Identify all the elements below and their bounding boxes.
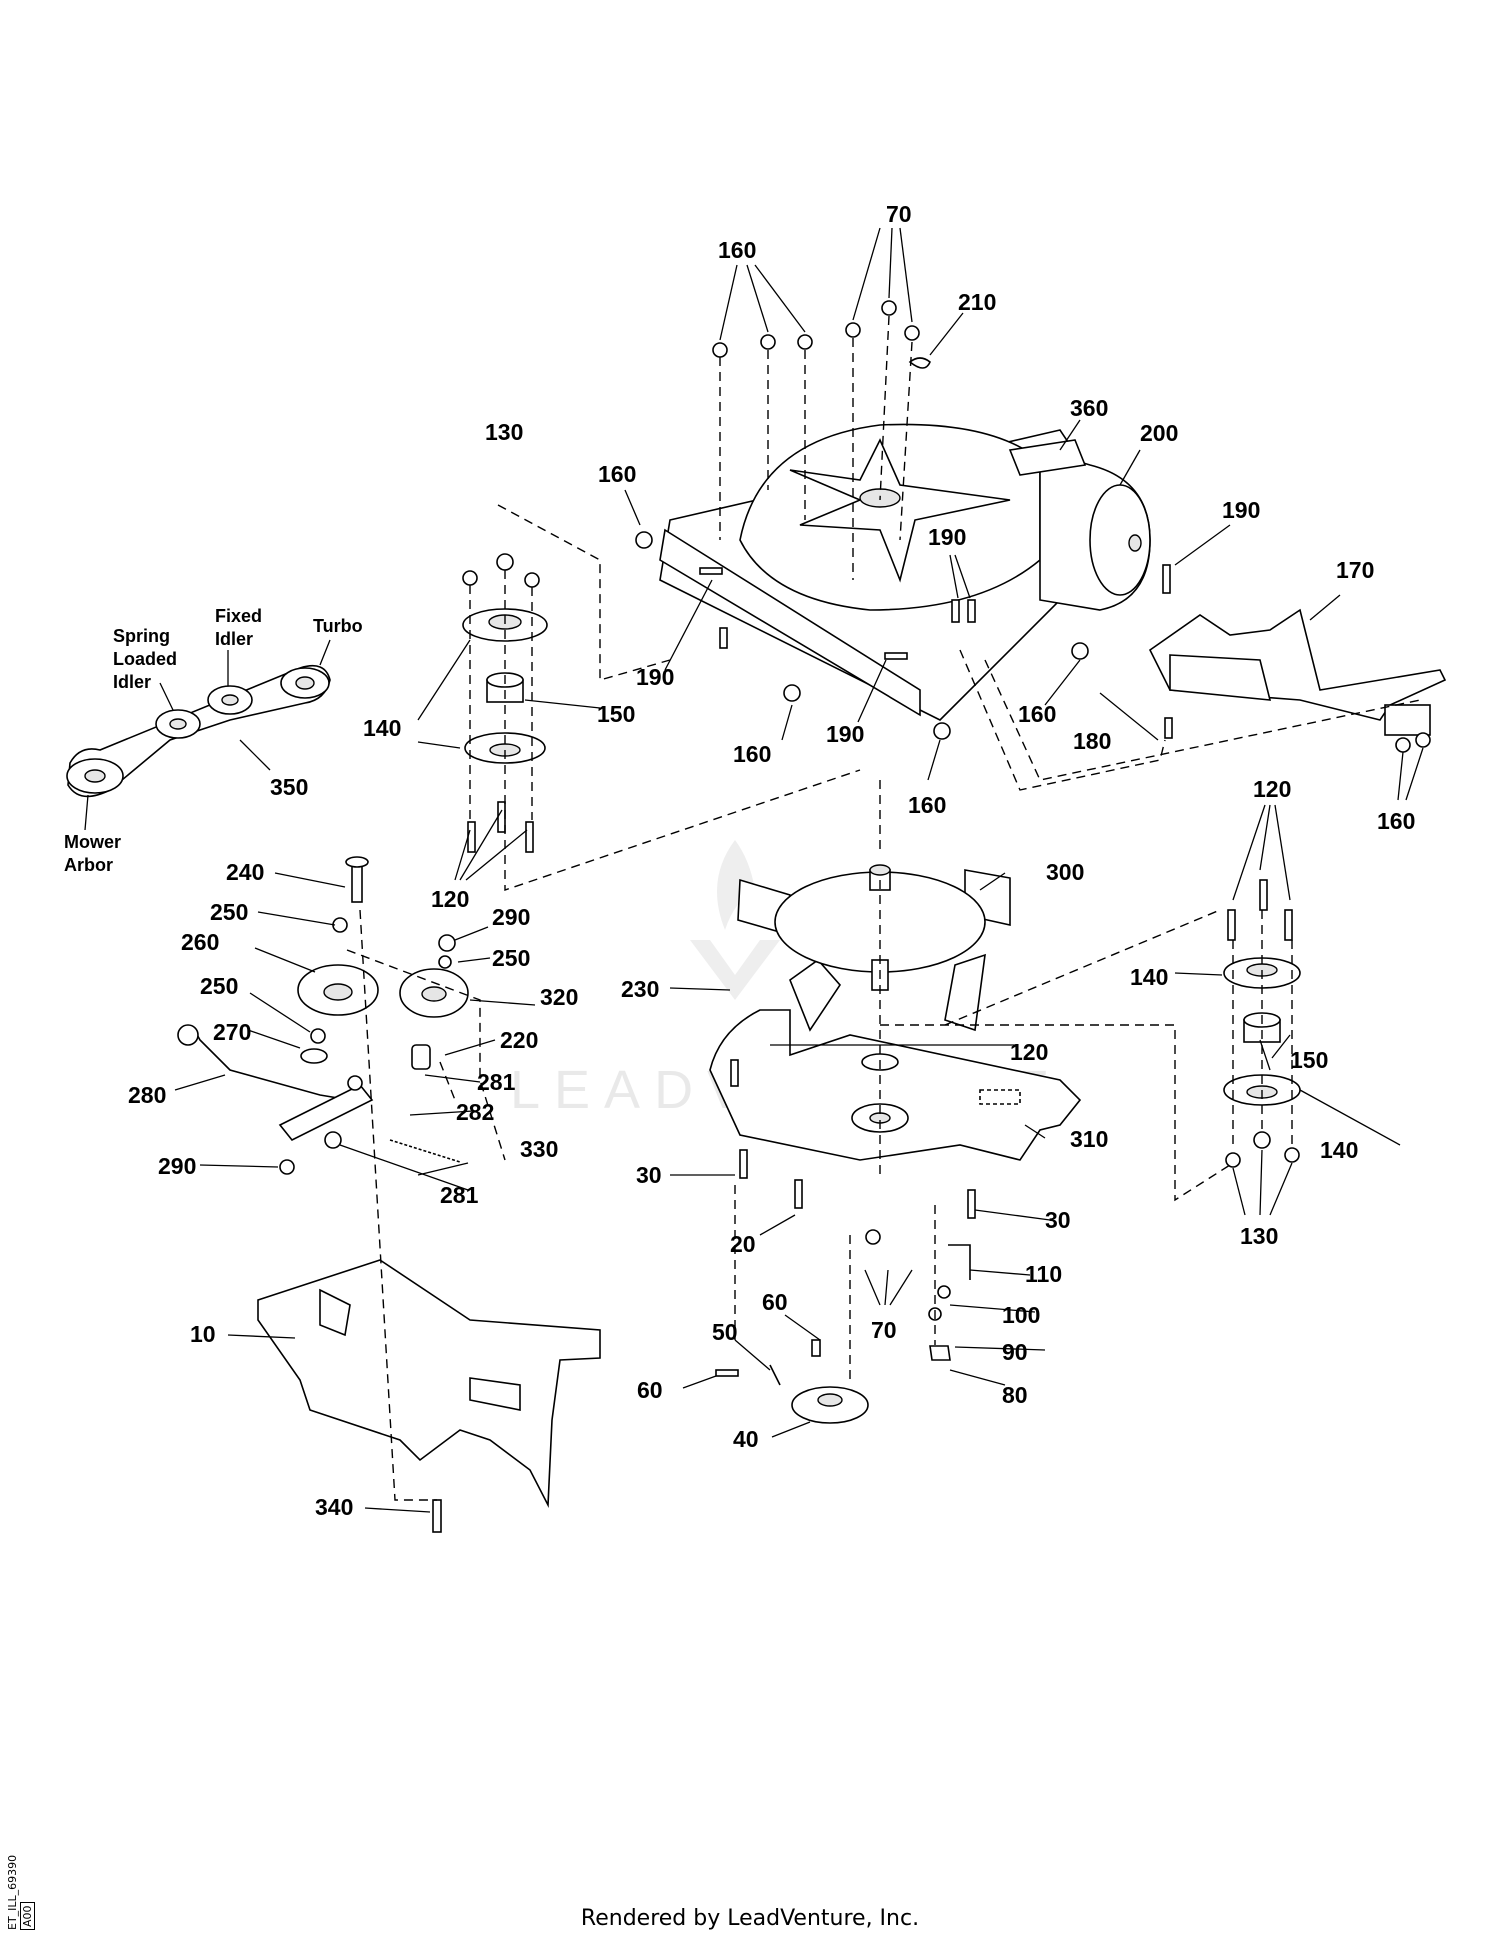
- callout-190: 190: [826, 721, 864, 747]
- belt-routing-diagram: Spring Loaded Idler Fixed Idler Turbo Mo…: [64, 606, 363, 875]
- callout-30: 30: [1045, 1207, 1071, 1233]
- footer-credit: Rendered by LeadVenture, Inc.: [580, 1906, 920, 1931]
- label-mower-line1: Mower: [64, 832, 121, 852]
- callout-120: 120: [1253, 776, 1291, 802]
- callout-140: 140: [1130, 964, 1168, 990]
- callout-140: 140: [1320, 1137, 1358, 1163]
- deflector-chute: [1148, 608, 1447, 736]
- callout-290: 290: [492, 904, 530, 930]
- pulley-hardware: [715, 1059, 976, 1424]
- callout-labels: 70 160 210 130 360 200 160 190 190 170 1…: [128, 201, 1415, 1520]
- callout-150: 150: [1290, 1047, 1328, 1073]
- callout-230: 230: [621, 976, 659, 1002]
- callout-10: 10: [190, 1321, 216, 1347]
- callout-300: 300: [1046, 859, 1084, 885]
- callout-240: 240: [226, 859, 264, 885]
- callout-20: 20: [730, 1231, 756, 1257]
- callout-130: 130: [485, 419, 523, 445]
- callout-190: 190: [1222, 497, 1260, 523]
- callout-160: 160: [908, 792, 946, 818]
- callout-120: 120: [1010, 1039, 1048, 1065]
- callout-250: 250: [200, 973, 238, 999]
- label-turbo: Turbo: [313, 616, 363, 636]
- callout-250: 250: [210, 899, 248, 925]
- callout-282: 282: [456, 1099, 494, 1125]
- callout-270: 270: [213, 1019, 251, 1045]
- callout-100: 100: [1002, 1302, 1040, 1328]
- callout-120: 120: [431, 886, 469, 912]
- callout-160: 160: [718, 237, 756, 263]
- label-mower-line2: Arbor: [64, 855, 113, 875]
- label-fixed-line1: Fixed: [215, 606, 262, 626]
- assembly-lines: [346, 315, 1421, 1501]
- callout-280: 280: [128, 1082, 166, 1108]
- callout-160: 160: [598, 461, 636, 487]
- callout-160: 160: [1018, 701, 1056, 727]
- callout-190: 190: [636, 664, 674, 690]
- callout-140: 140: [363, 715, 401, 741]
- callout-340: 340: [315, 1494, 353, 1520]
- callout-110: 110: [1025, 1261, 1062, 1287]
- impeller-fan: [737, 864, 1011, 1032]
- callout-210: 210: [958, 289, 996, 315]
- callout-281: 281: [477, 1069, 516, 1095]
- callout-150: 150: [597, 701, 635, 727]
- callout-220: 220: [500, 1027, 538, 1053]
- callout-70: 70: [871, 1317, 897, 1343]
- idler-arm-assembly: [177, 856, 469, 1175]
- back-plate: [709, 1009, 1082, 1161]
- callout-360: 360: [1070, 395, 1108, 421]
- callout-330: 330: [520, 1136, 558, 1162]
- label-fixed-line2: Idler: [215, 629, 253, 649]
- callout-80: 80: [1002, 1382, 1028, 1408]
- callout-130: 130: [1240, 1223, 1278, 1249]
- callout-50: 50: [712, 1319, 738, 1345]
- label-spring-line3: Idler: [113, 672, 151, 692]
- callout-40: 40: [733, 1426, 759, 1452]
- callout-160: 160: [733, 741, 771, 767]
- callout-160: 160: [1377, 808, 1415, 834]
- fasteners: [635, 300, 1431, 753]
- callout-260: 260: [181, 929, 219, 955]
- callout-320: 320: [540, 984, 578, 1010]
- callout-170: 170: [1336, 557, 1374, 583]
- callout-281: 281: [440, 1182, 479, 1208]
- callout-70: 70: [886, 201, 912, 227]
- callout-190: 190: [928, 524, 966, 550]
- callout-200: 200: [1140, 420, 1178, 446]
- callout-350: 350: [270, 774, 308, 800]
- blower-housing: [659, 423, 1151, 721]
- callout-60: 60: [762, 1289, 788, 1315]
- callout-90: 90: [1002, 1339, 1028, 1365]
- leader-lines: [174, 227, 1424, 1513]
- callout-250: 250: [492, 945, 530, 971]
- label-spring-line1: Spring: [113, 626, 170, 646]
- callout-30: 30: [636, 1162, 662, 1188]
- callout-290: 290: [158, 1153, 196, 1179]
- callout-310: 310: [1070, 1126, 1108, 1152]
- mount-bracket: [257, 1259, 601, 1533]
- callout-180: 180: [1073, 728, 1111, 754]
- callout-60: 60: [637, 1377, 663, 1403]
- label-spring-line2: Loaded: [113, 649, 177, 669]
- left-bearing-stack: [462, 553, 548, 853]
